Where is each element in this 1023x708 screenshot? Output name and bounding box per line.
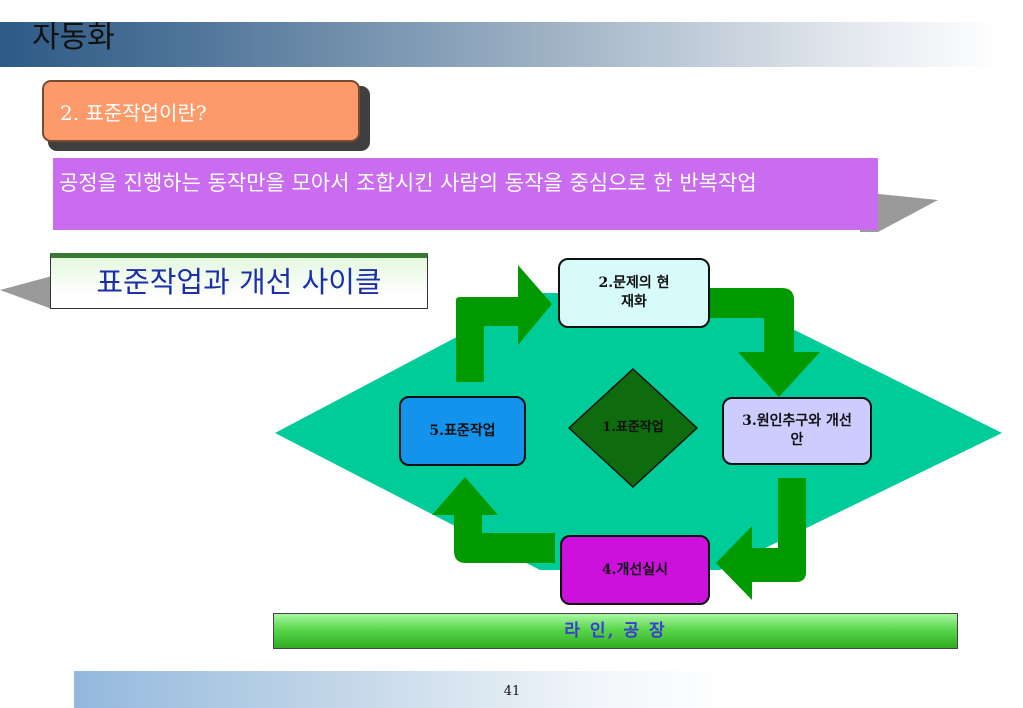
step-4-label: 4.개선실시 bbox=[601, 561, 669, 578]
step-2-label: 2.문제의 현재화 bbox=[598, 275, 670, 310]
step-1-label: 1.표준작업 bbox=[602, 420, 664, 435]
page-number: 41 bbox=[503, 684, 521, 699]
location-label: 라 인, 공 장 bbox=[564, 621, 667, 641]
arrow-5-to-2 bbox=[456, 265, 552, 382]
title-ribbon-tail bbox=[0, 276, 52, 309]
step-5-label: 5.표준작업 bbox=[429, 422, 496, 439]
cycle-title: 표준작업과 개선 사이클 bbox=[96, 265, 382, 299]
location-bar: 라 인, 공 장 bbox=[273, 613, 958, 649]
cycle-title-box: 표준작업과 개선 사이클 bbox=[50, 253, 428, 309]
arrow-2-to-3 bbox=[698, 288, 820, 397]
step-4-box: 4.개선실시 bbox=[560, 535, 710, 605]
section-heading-text: 2. 표준작업이란? bbox=[60, 100, 207, 125]
step-1-diamond bbox=[567, 367, 699, 489]
step-3-label: 3.원인추구와 개선 안 bbox=[742, 413, 852, 448]
cycle-arrows bbox=[432, 265, 820, 600]
footer-gradient-bar bbox=[74, 671, 732, 708]
arrow-3-to-4 bbox=[716, 478, 806, 600]
step-3-box: 3.원인추구와 개선 안 bbox=[722, 397, 872, 465]
arrow-4-to-5 bbox=[432, 477, 555, 563]
definition-text: 공정을 진행하는 동작만을 모아서 조합시킨 사람의 동작을 중심으로 한 반복… bbox=[59, 171, 757, 195]
step-5-box: 5.표준작업 bbox=[399, 396, 526, 466]
slide-title: 자동화 bbox=[32, 20, 115, 55]
step-2-box: 2.문제의 현재화 bbox=[558, 258, 710, 328]
definition-banner: 공정을 진행하는 동작만을 모아서 조합시킨 사람의 동작을 중심으로 한 반복… bbox=[53, 158, 878, 230]
header-gradient-bar bbox=[0, 22, 1000, 67]
banner-ribbon-tail bbox=[860, 192, 938, 232]
section-heading: 2. 표준작업이란? bbox=[42, 80, 360, 142]
